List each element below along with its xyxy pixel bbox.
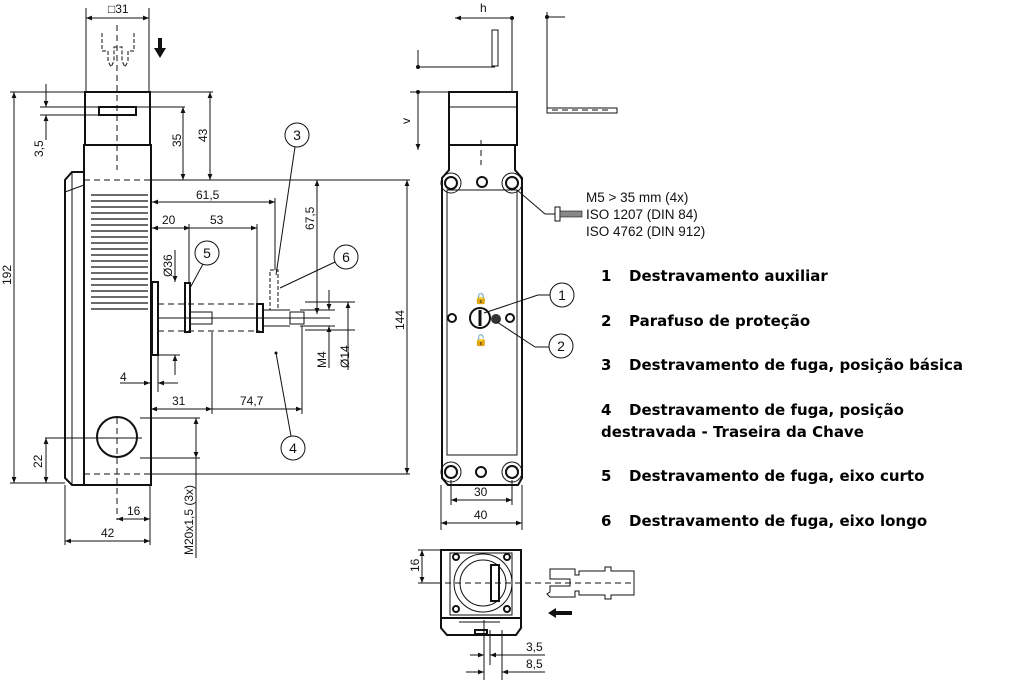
dim-16-bottom: 16 [408, 558, 422, 572]
svg-text:6: 6 [342, 249, 350, 265]
callout-5: 5 [189, 240, 220, 289]
unlock-icon: 🔓 [474, 334, 488, 347]
callout-3: 3 [275, 122, 310, 276]
release-shaft [151, 269, 330, 356]
callout-4: 4 [274, 351, 306, 461]
svg-text:3: 3 [293, 127, 301, 143]
svg-text:2: 2 [557, 338, 565, 354]
dim-53: 53 [210, 213, 224, 227]
auxiliary-release [469, 307, 491, 329]
dim-diameter-14: Ø14 [338, 345, 352, 368]
dim-22: 22 [31, 454, 45, 468]
dim-30: 30 [474, 485, 488, 499]
svg-text:1: 1 [558, 287, 566, 303]
label-h: h [480, 1, 487, 15]
side-view: □31 [0, 2, 410, 558]
dim-m4: M4 [315, 351, 329, 368]
dim-4: 4 [120, 370, 127, 384]
dim-3-5-bottom: 3,5 [526, 640, 543, 654]
screw-note-line-2: ISO 1207 (DIN 84) [586, 207, 698, 222]
dim-35: 35 [170, 133, 184, 147]
dim-20: 20 [162, 213, 176, 227]
label-v: v [399, 118, 413, 124]
cable-entry [96, 416, 138, 458]
callout-1: 1 [483, 282, 575, 314]
dim-43: 43 [196, 128, 210, 142]
dim-3-5-left: 3,5 [32, 140, 46, 157]
dim-31: 31 [172, 394, 186, 408]
screw-note-line-1: M5 > 35 mm (4x) [586, 190, 688, 205]
dim-42: 42 [101, 526, 115, 540]
dim-thread: M20x1,5 (3x) [182, 485, 196, 555]
cooling-fins [91, 194, 148, 310]
bottom-view: 16 3,5 8,5 [408, 549, 635, 680]
dim-192: 192 [0, 265, 14, 285]
dim-67-5: 67,5 [303, 206, 317, 230]
front-view: 🔒 🔓 1 2 30 40 h v M5 > 35 mm (4x) ISO 12… [399, 1, 705, 530]
dim-61-5: 61,5 [196, 188, 220, 202]
svg-text:5: 5 [203, 245, 211, 261]
dim-144: 144 [393, 310, 407, 330]
key-outline [546, 566, 635, 600]
screw-icon [554, 206, 561, 222]
dim-40: 40 [474, 508, 488, 522]
protection-screw [491, 314, 501, 324]
svg-text:4: 4 [289, 440, 297, 456]
direction-arrow-icon [154, 38, 166, 58]
dim-square-31: □31 [108, 2, 129, 16]
dim-16-left: 16 [127, 504, 141, 518]
callout-6: 6 [279, 244, 359, 289]
lock-icon: 🔒 [474, 292, 488, 305]
dim-diameter-36: Ø36 [161, 254, 175, 277]
insert-arrow-icon [548, 608, 572, 618]
callout-2: 2 [496, 321, 574, 359]
screw-note-line-3: ISO 4762 (DIN 912) [586, 224, 705, 239]
dim-74-7: 74,7 [240, 394, 264, 408]
dim-8-5: 8,5 [526, 657, 543, 671]
